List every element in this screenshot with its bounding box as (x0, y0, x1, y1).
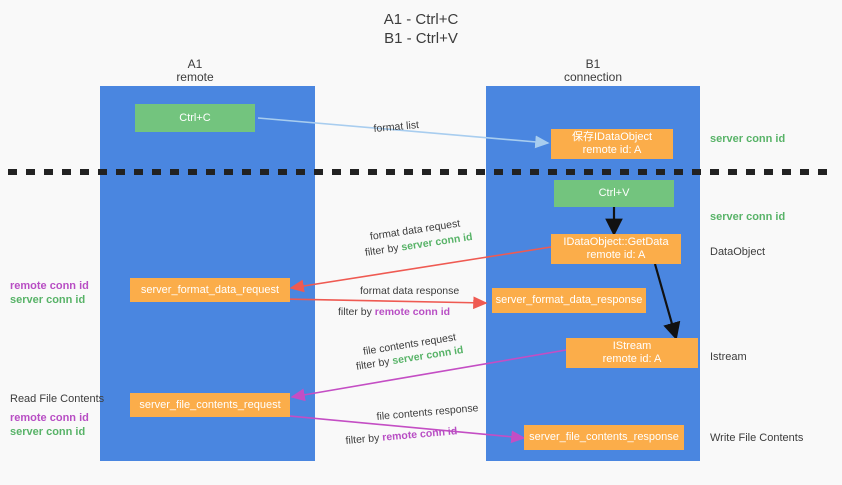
node-server-file-contents-response-label: server_file_contents_response (529, 431, 679, 443)
node-save-idataobject-label: 保存IDataObject (571, 131, 653, 143)
column-b1-sub: connection (563, 70, 623, 84)
edge-label-format-data-response: format data response (360, 285, 460, 297)
node-ctrl-c[interactable]: Ctrl+C (135, 104, 255, 132)
edge-label-format-data-response-filter: filter by remote conn id (338, 306, 451, 318)
diagram-title: A1 - Ctrl+C B1 - Ctrl+V (271, 10, 571, 48)
annotation-server-conn-id-top: server conn id (710, 133, 786, 145)
node-server-file-contents-request-label: server_file_contents_request (139, 398, 281, 411)
edge-label-file-contents-response-filter: filter by remote conn id (345, 425, 458, 447)
node-ctrl-c-label: Ctrl+C (179, 111, 211, 124)
annotation-remote-conn-id-mid: remote conn id (10, 280, 89, 292)
filter-key-remote-conn-id-2: remote conn id (381, 425, 458, 444)
node-getdata[interactable]: IDataObject::GetData remote id: A (551, 234, 681, 264)
annotation-server-conn-id-bottom: server conn id (10, 426, 86, 438)
edge-label-format-list: format list (373, 119, 420, 135)
node-ctrl-v-label: Ctrl+V (598, 187, 630, 199)
column-a1-sub: remote (176, 70, 214, 84)
title-line-1: A1 - Ctrl+C (383, 11, 459, 28)
node-ctrl-v[interactable]: Ctrl+V (554, 180, 674, 207)
node-server-format-data-request[interactable]: server_format_data_request (130, 278, 290, 302)
node-istream-id: remote id: A (602, 353, 662, 365)
node-getdata-label: IDataObject::GetData (563, 236, 669, 248)
node-istream[interactable]: IStream remote id: A (566, 338, 698, 368)
node-save-idataobject[interactable]: 保存IDataObject remote id: A (551, 129, 673, 159)
node-istream-label: IStream (612, 340, 652, 352)
annotation-write-file-contents: Write File Contents (710, 432, 804, 444)
annotation-istream: Istream (710, 351, 747, 363)
node-server-format-data-response-label: server_format_data_response (495, 294, 643, 306)
node-server-format-data-response[interactable]: server_format_data_response (492, 288, 646, 313)
annotation-server-conn-id-mid: server conn id (10, 294, 86, 306)
title-line-2: B1 - Ctrl+V (384, 30, 458, 47)
column-header-a1: A1 remote (120, 58, 270, 84)
annotation-dataobject: DataObject (710, 246, 766, 258)
edge-label-file-contents-response: file contents response (376, 402, 479, 423)
annotation-remote-conn-id-bottom: remote conn id (10, 412, 89, 424)
annotation-server-conn-id-second: server conn id (710, 211, 786, 223)
node-getdata-id: remote id: A (586, 249, 646, 261)
node-server-file-contents-request[interactable]: server_file_contents_request (130, 393, 290, 417)
node-server-file-contents-response[interactable]: server_file_contents_response (524, 425, 684, 450)
filter-key-remote-conn-id-1: remote conn id (374, 306, 451, 318)
column-a1-name: A1 (187, 57, 203, 71)
node-save-idataobject-id: remote id: A (582, 144, 642, 156)
column-header-b1: B1 connection (518, 58, 668, 84)
column-b1-name: B1 (585, 57, 601, 71)
annotation-read-file-contents: Read File Contents (10, 393, 105, 405)
node-server-format-data-request-label: server_format_data_request (140, 283, 280, 296)
